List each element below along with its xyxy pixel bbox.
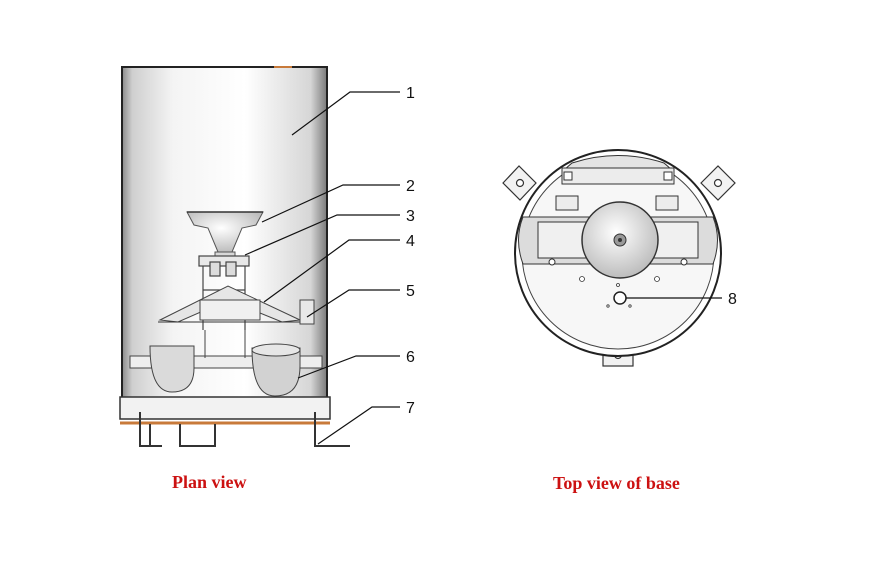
base-ring [119,396,331,420]
legs [139,412,350,447]
tipping-bucket [158,285,302,323]
callout-leaders [244,91,400,445]
top-view: 8 [502,149,737,367]
plan-view: 1 2 3 4 5 6 7 [119,66,415,447]
callout-4: 4 [406,233,415,250]
drain-hole [613,291,627,305]
top-bracket [561,155,675,185]
callout-8: 8 [728,291,737,308]
base-plate [129,330,323,397]
callout-2: 2 [406,178,415,195]
caption-top-view: Top view of base [553,473,680,493]
callout-5: 5 [406,283,415,300]
small-holes [579,276,660,308]
callout-6: 6 [406,349,415,366]
caption-plan-view: Plan view [172,472,247,492]
reed-switch [299,299,315,325]
callout-7: 7 [406,400,415,417]
callout-3: 3 [406,208,415,225]
pivot-blocks [555,195,679,211]
bucket-arms [518,216,718,266]
callout-1: 1 [406,85,415,102]
